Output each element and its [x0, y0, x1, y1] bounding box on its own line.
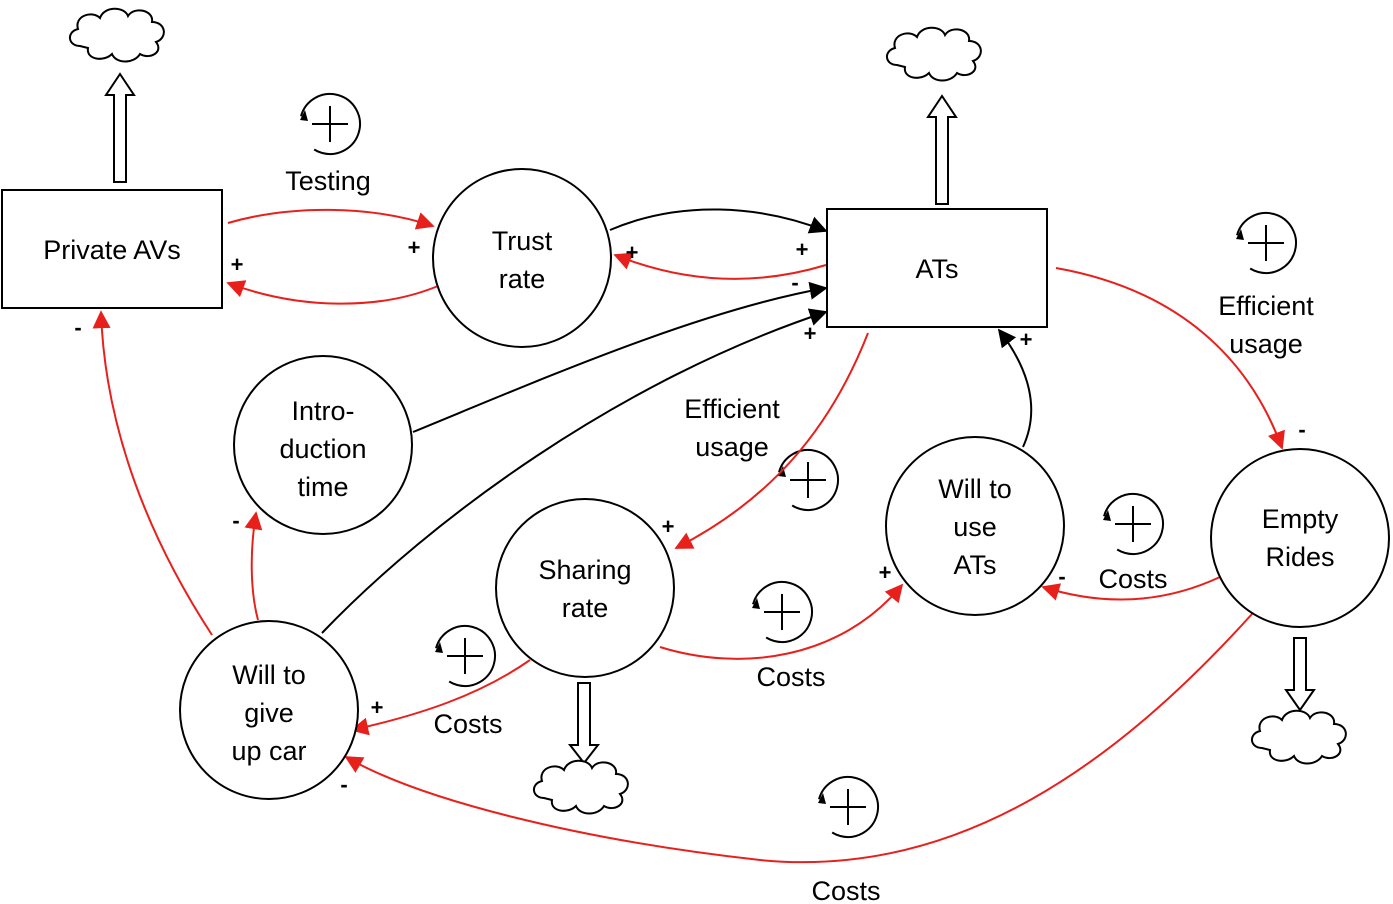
polarity-sign: +: [371, 695, 384, 720]
polarity-sign: -: [232, 508, 239, 533]
reinforcing-loop-icon: [292, 86, 368, 162]
cloud-sink-icon: [1250, 709, 1347, 765]
edge-empty-to-willuse: [1041, 576, 1221, 601]
reinforcing-loop-icon: [1228, 205, 1304, 281]
node-label-line: rate: [499, 264, 546, 294]
outflow-arrow-icon: [567, 682, 601, 765]
edge-giveup-to-intro: [244, 511, 263, 621]
polarity-sign: +: [804, 321, 817, 346]
stock-private-avs: Private AVs: [1, 189, 223, 309]
polarity-sign: +: [231, 252, 244, 277]
edge-sharing-to-willuse: [659, 583, 904, 660]
outflow-arrow-icon: [104, 72, 136, 183]
cloud-sink-icon: [885, 26, 982, 82]
edge-giveup-to-ats: [321, 308, 828, 634]
edge-ats-to-sharing: [674, 332, 869, 549]
variable-trust-rate: Trust rate: [432, 168, 612, 348]
edge-trust-to-private: [226, 280, 439, 305]
outflow-arrow-icon: [1284, 637, 1316, 712]
reinforcing-loop-icon: [744, 574, 820, 650]
loop-label: Costs: [811, 876, 880, 904]
edge-intro-to-ats: [412, 281, 828, 433]
loop-label: Efficient: [684, 394, 780, 424]
variable-empty-rides: Empty Rides: [1210, 448, 1390, 628]
polarity-sign: +: [1020, 327, 1033, 352]
polarity-sign: +: [796, 237, 809, 262]
node-label-line: Trust: [492, 226, 553, 256]
node-label-line: use: [953, 512, 997, 542]
edge-private-to-trust: [227, 208, 435, 230]
node-label-line: ATs: [953, 550, 996, 580]
node-label-line: rate: [562, 593, 609, 623]
polarity-sign: -: [1298, 417, 1305, 442]
reinforcing-loop-icon: [810, 769, 886, 845]
variable-intro-time: Intro- duction time: [233, 355, 413, 535]
reinforcing-loop-icon: [1095, 486, 1171, 562]
loop-label: usage: [1229, 329, 1303, 359]
node-label-line: Intro-: [291, 396, 354, 426]
edge-ats-to-trust: [613, 252, 827, 280]
node-label-line: Sharing: [538, 555, 631, 585]
node-label-line: give: [244, 698, 294, 728]
variable-sharing-rate: Sharing rate: [495, 498, 675, 678]
cloud-sink-icon: [68, 7, 165, 63]
polarity-sign: -: [791, 270, 798, 295]
cloud-sink-icon: [532, 759, 629, 815]
loop-label: Efficient: [1218, 291, 1314, 321]
node-label-line: up car: [231, 736, 306, 766]
reinforcing-loop-icon: [770, 442, 846, 518]
node-label-line: Empty: [1262, 504, 1339, 534]
outflow-arrow-icon: [926, 94, 958, 205]
edge-empty-to-giveup: [344, 613, 1253, 864]
stock-label: ATs: [915, 254, 958, 284]
edge-sharing-to-giveup: [350, 659, 531, 736]
reinforcing-loop-icon: [427, 618, 503, 694]
polarity-sign: +: [879, 560, 892, 585]
polarity-sign: +: [408, 235, 421, 260]
node-label-line: duction: [279, 434, 366, 464]
node-label-line: Will to: [938, 474, 1012, 504]
edge-willuse-to-ats: [997, 328, 1033, 448]
edge-giveup-to-private: [92, 310, 213, 636]
polarity-sign: +: [662, 514, 675, 539]
polarity-sign: -: [1058, 564, 1065, 589]
polarity-sign: +: [626, 240, 639, 265]
variable-will-to-give-up-car: Will to give up car: [179, 620, 359, 800]
variable-will-to-use-ats: Will to use ATs: [885, 436, 1065, 616]
stock-ats: ATs: [826, 208, 1048, 328]
node-label-line: Rides: [1265, 542, 1334, 572]
node-label-line: Will to: [232, 660, 306, 690]
loop-label: usage: [695, 432, 769, 462]
loop-label: Costs: [1098, 564, 1167, 594]
edge-trust-to-ats: [609, 208, 828, 234]
polarity-sign: -: [340, 772, 347, 797]
edge-ats-to-empty: [1055, 267, 1285, 450]
node-label-line: time: [297, 472, 348, 502]
loop-label: Costs: [756, 662, 825, 692]
loop-label: Costs: [433, 709, 502, 739]
loop-label: Testing: [285, 166, 371, 196]
polarity-sign: -: [74, 315, 81, 340]
stock-label: Private AVs: [43, 235, 181, 265]
